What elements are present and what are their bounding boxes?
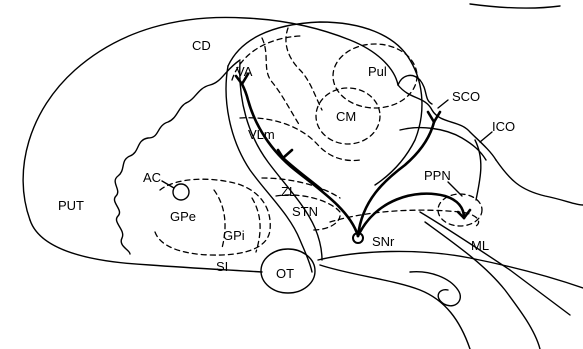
label-gpe: GPe bbox=[170, 209, 196, 224]
label-stn: STN bbox=[292, 204, 318, 219]
sco-pointer bbox=[438, 100, 448, 108]
label-cm: CM bbox=[336, 109, 356, 124]
label-ot: OT bbox=[276, 266, 294, 281]
label-vlm: VLm bbox=[248, 127, 275, 142]
gpi-dashed-inner-b bbox=[252, 198, 260, 252]
colliculus-outline bbox=[398, 85, 496, 160]
label-ppn: PPN bbox=[424, 168, 451, 183]
ico-outline bbox=[496, 160, 583, 205]
label-cd: CD bbox=[192, 38, 211, 53]
brainstem-lower-outline bbox=[320, 265, 470, 349]
label-ico: ICO bbox=[492, 119, 515, 134]
label-si: SI bbox=[216, 259, 228, 274]
thalamus-inner-dashed-b bbox=[286, 28, 322, 110]
pathway-sco-branch-a bbox=[428, 112, 434, 122]
pathway-vlm-branch-b bbox=[283, 150, 292, 158]
label-put: PUT bbox=[58, 198, 84, 213]
label-gpi: GPi bbox=[223, 228, 245, 243]
zl-stn-dashed-upper bbox=[262, 178, 340, 198]
capsule-band-right bbox=[240, 62, 322, 260]
label-sco: SCO bbox=[452, 89, 480, 104]
internal-capsule-wavy-line bbox=[114, 60, 240, 254]
thalamus-inner-dashed-a bbox=[262, 38, 300, 126]
label-pul: Pul bbox=[368, 64, 387, 79]
label-ac: AC bbox=[143, 170, 161, 185]
ppn-dashed-outline bbox=[438, 194, 482, 226]
anterior-commissure bbox=[173, 184, 189, 200]
label-snr: SNr bbox=[372, 234, 395, 249]
label-zl: ZL bbox=[281, 184, 296, 199]
label-ml: ML bbox=[471, 238, 489, 253]
label-va: VA bbox=[236, 64, 253, 79]
ico-pointer bbox=[480, 132, 492, 142]
top-right-arc bbox=[470, 4, 560, 8]
